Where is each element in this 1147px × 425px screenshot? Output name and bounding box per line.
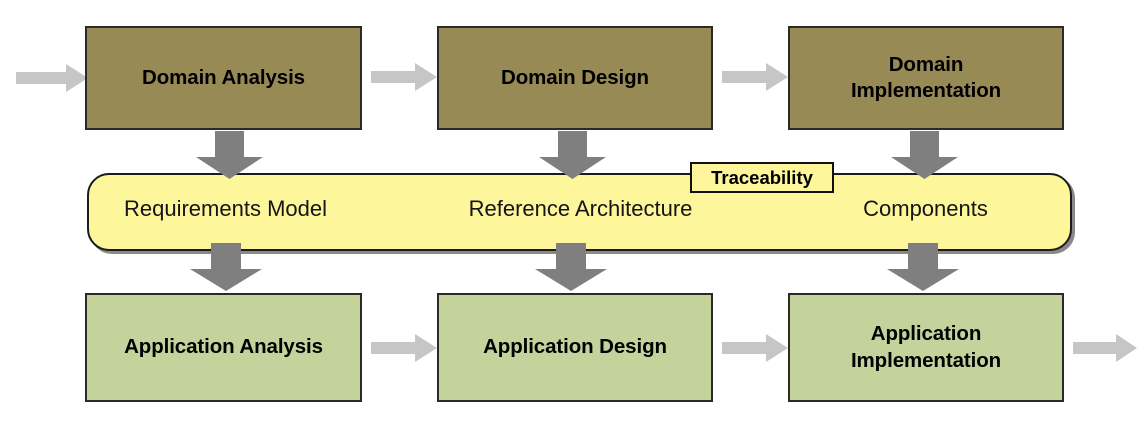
arrow-down-icon-band-to-application-implementation <box>887 243 959 291</box>
arrow-down-icon-domain-design-to-band <box>539 131 606 179</box>
band-item-reference-architecture: Reference Architecture <box>443 196 718 222</box>
box-label: Application Design <box>483 335 667 359</box>
band-item-label: Reference Architecture <box>468 196 693 221</box>
arrow-right-icon-domain-1-to-2 <box>371 63 437 91</box>
arrow-right-icon-domain-in <box>16 64 88 92</box>
arrow-down-icon-band-to-application-analysis <box>190 243 262 291</box>
arrow-right-icon-application-1-to-2 <box>371 334 437 362</box>
arrow-right-icon-domain-2-to-3 <box>722 63 788 91</box>
box-label: Application Implementation <box>850 322 1002 372</box>
arrow-down-icon-band-to-application-design <box>535 243 607 291</box>
box-domain-analysis[interactable]: Domain Analysis <box>85 26 362 130</box>
arrow-down-icon-domain-analysis-to-band <box>196 131 263 179</box>
traceability-tag[interactable]: Traceability <box>690 162 834 193</box>
box-label: Domain Analysis <box>142 65 305 89</box>
box-application-analysis[interactable]: Application Analysis <box>85 293 362 402</box>
box-domain-implementation[interactable]: Domain Implementation <box>788 26 1064 130</box>
traceability-tag-label: Traceability <box>711 166 813 188</box>
box-application-design[interactable]: Application Design <box>437 293 713 402</box>
box-label: Application Analysis <box>124 335 323 359</box>
arrow-down-icon-domain-implementation-to-band <box>891 131 958 179</box>
band-item-requirements-model: Requirements Model <box>88 196 363 222</box>
box-domain-design[interactable]: Domain Design <box>437 26 713 130</box>
band-item-components: Components <box>788 196 1063 222</box>
box-label: Domain Implementation <box>850 52 1002 102</box>
band-item-label: Requirements Model <box>124 196 327 221</box>
arrow-right-icon-application-2-to-3 <box>722 334 788 362</box>
band-item-label: Components <box>863 196 988 221</box>
diagram-title: Domain Engineering and Application Engin… <box>0 21 1 22</box>
box-label: Domain Design <box>501 65 649 89</box>
arrow-right-icon-application-out <box>1073 334 1137 362</box>
box-application-implementation[interactable]: Application Implementation <box>788 293 1064 402</box>
